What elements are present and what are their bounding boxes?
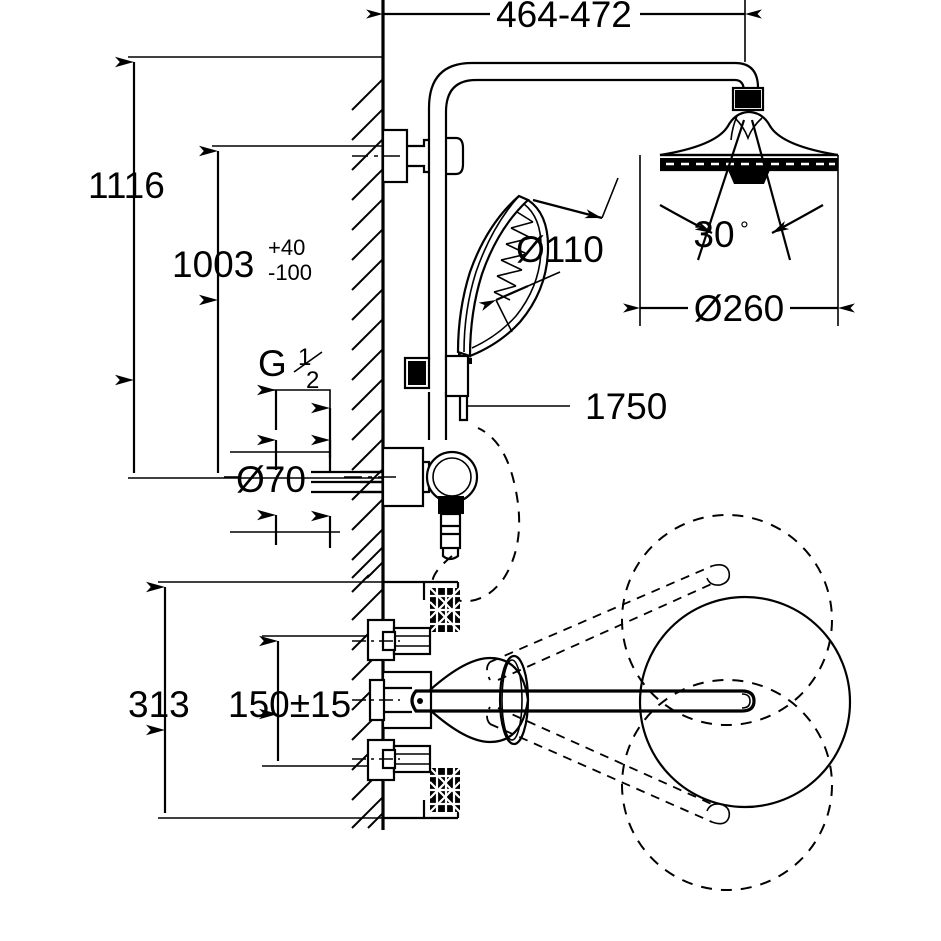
dimension-head-diameter: Ø260 <box>623 155 855 329</box>
lever-handle <box>410 689 756 713</box>
mixer-plan-view <box>352 580 530 820</box>
callout-hose-length: 1750 <box>466 386 667 427</box>
dimension-riser-height: 1003 +40 -100 <box>172 145 383 473</box>
thermostatic-mixer-valve <box>344 446 479 561</box>
dim-hose-length-label: 1750 <box>585 386 667 427</box>
dimension-overall-height: 1116 <box>88 56 383 479</box>
wall-bracket <box>352 128 465 184</box>
dim-riser-height-label: 1003 <box>172 244 254 285</box>
riser-pipe <box>427 61 735 440</box>
dimension-inlet-spacing: 150±15 <box>228 635 383 767</box>
dim-riser-tol-minus: -100 <box>268 260 312 285</box>
hand-shower-holder <box>403 354 470 422</box>
lever-handle-ghost-down <box>486 706 731 825</box>
dim-spray-angle-label: 30 <box>693 214 734 255</box>
wall-inlet-connector-bottom <box>352 738 432 782</box>
thread-label-g: G <box>258 343 287 384</box>
dim-escutcheon-label: Ø70 <box>236 459 306 500</box>
callout-handshower-diameter: Ø110 <box>478 177 619 333</box>
handle-swing-arcs <box>621 514 852 891</box>
thread-label-numerator: 1 <box>298 344 311 371</box>
dim-overall-height-label: 1116 <box>88 165 165 206</box>
rain-shower-head <box>659 86 839 261</box>
mixer-end-cap-top <box>429 587 461 633</box>
dim-handshower-label: Ø110 <box>516 229 604 270</box>
dim-riser-tol-plus: +40 <box>268 235 305 260</box>
dim-head-diameter-label: Ø260 <box>694 288 785 329</box>
thread-label-denominator: 2 <box>306 367 319 394</box>
dim-spray-angle-unit: ° <box>740 217 749 242</box>
wall-inlet-connector-top <box>352 618 432 662</box>
dim-inlet-spacing-label: 150±15 <box>228 684 351 725</box>
dim-mixer-total-label: 313 <box>128 684 190 725</box>
callout-thread-g-half: G 1 2 <box>257 343 332 458</box>
dim-top-width-label: 464-472 <box>496 0 632 35</box>
hand-shower <box>456 194 550 364</box>
mixer-end-cap-bottom <box>429 767 461 813</box>
annotation-spray-angle: 30 ° <box>659 204 824 255</box>
lever-handle-ghost-up <box>486 564 731 681</box>
dimension-top-width: 464-472 <box>366 0 762 62</box>
dimension-mixer-total: 313 <box>128 581 383 819</box>
